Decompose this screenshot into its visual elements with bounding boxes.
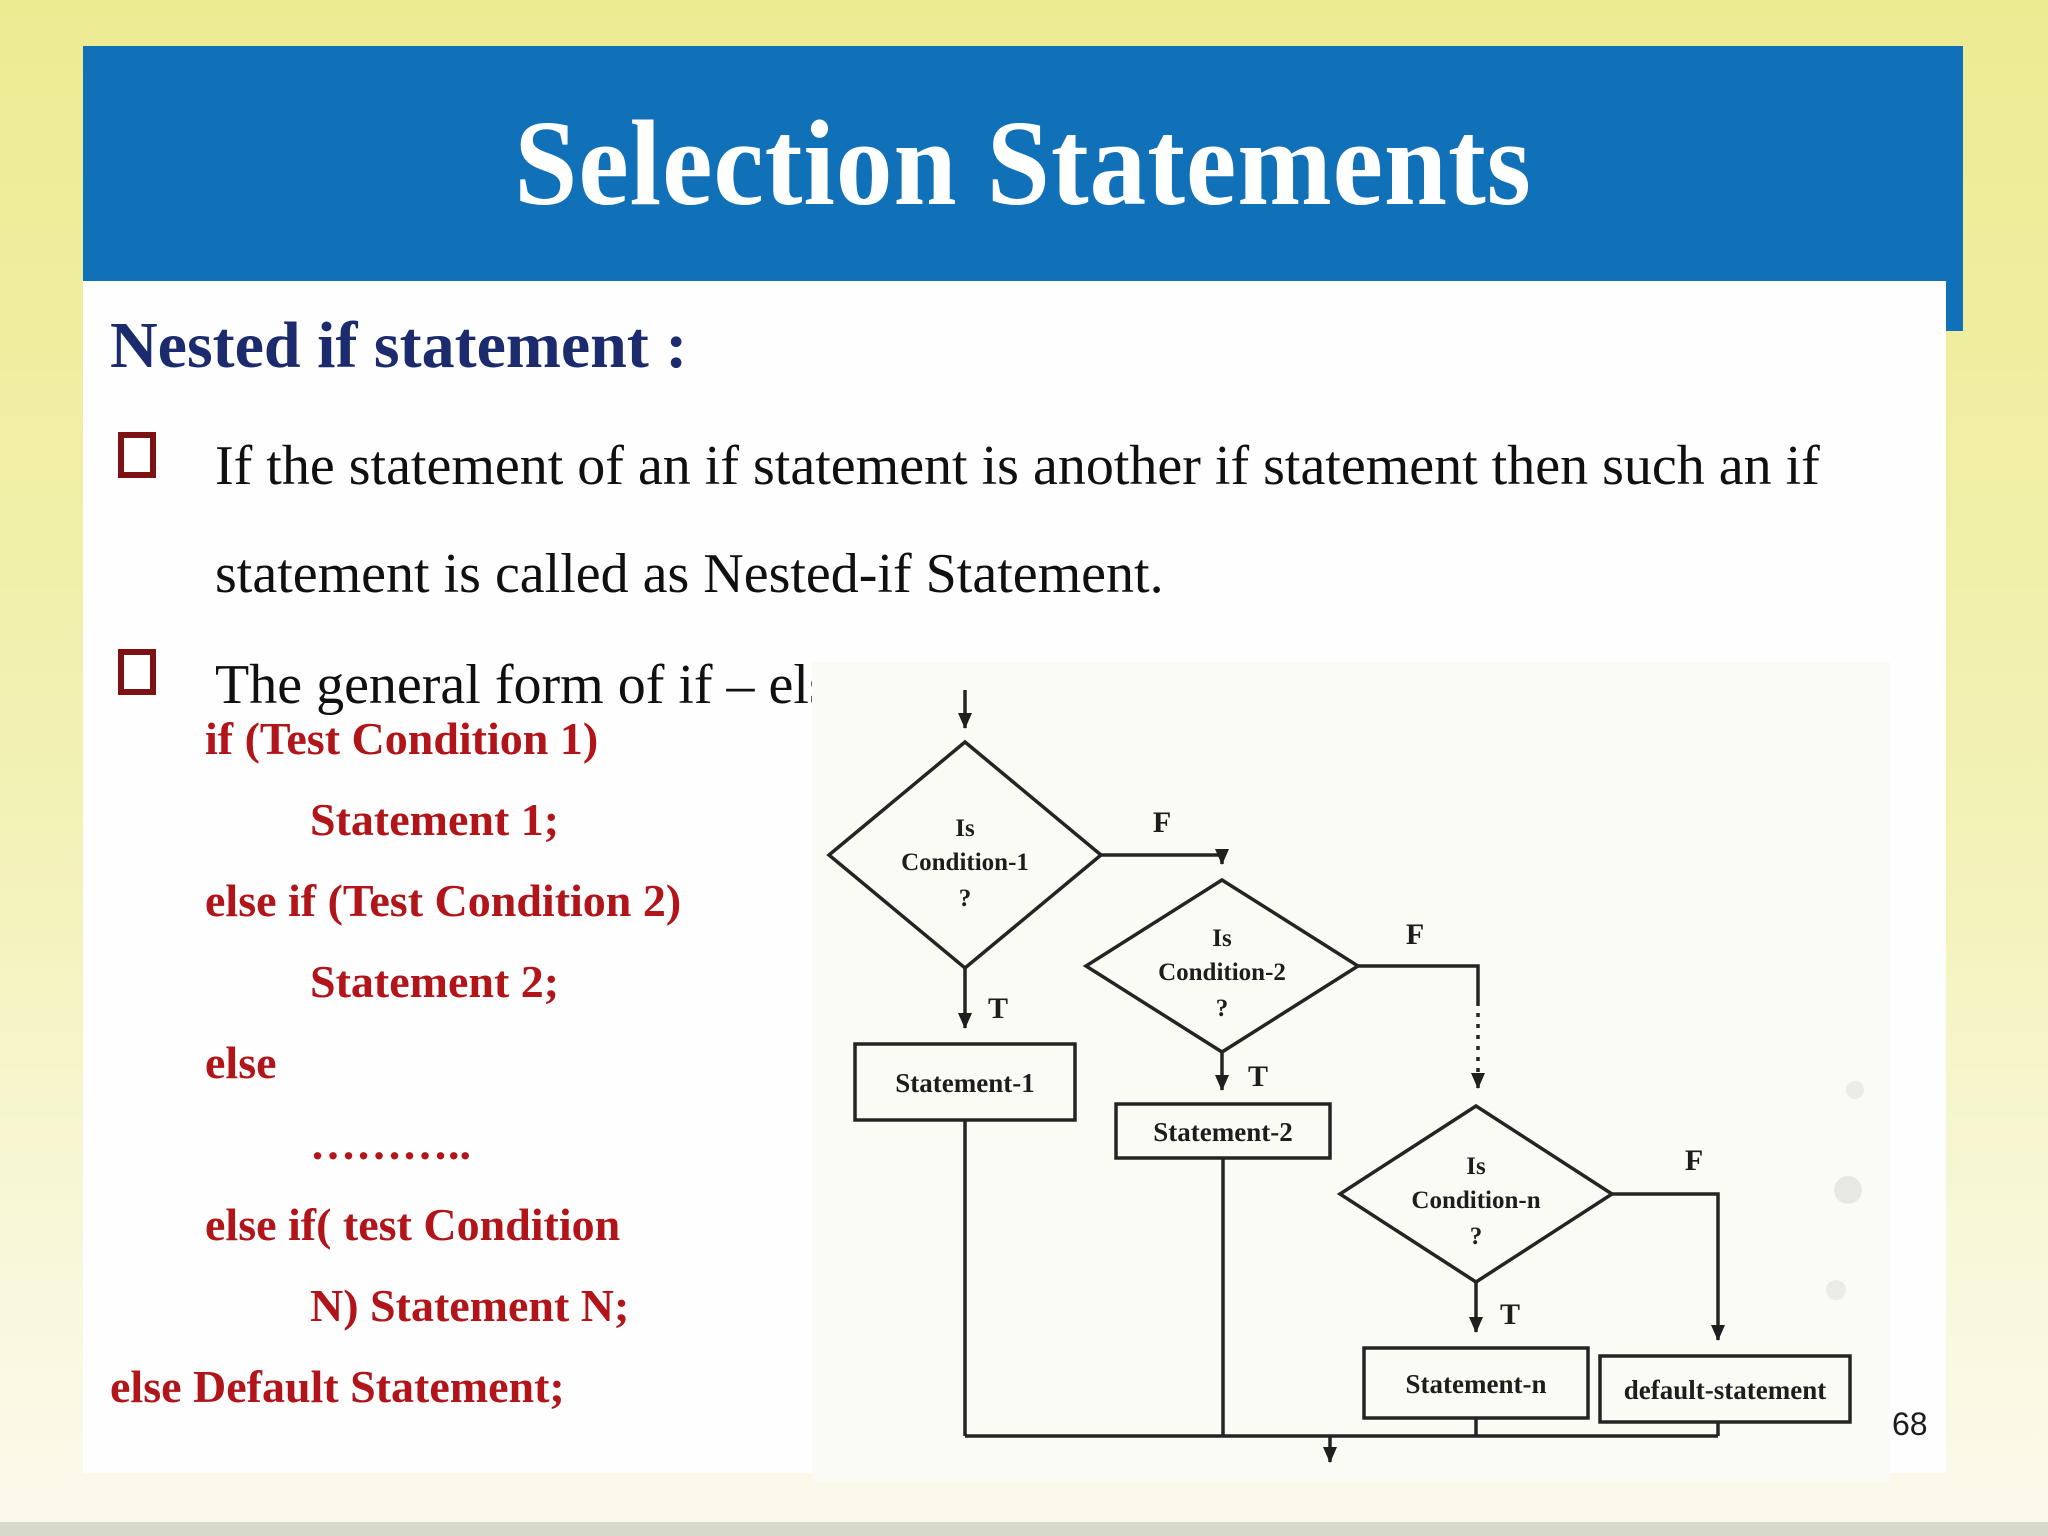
section-heading: Nested if statement : [110,309,688,382]
false-branch-1 [1101,849,1229,865]
banner-corner-tab [1946,281,1963,331]
condition-2-label: Is [1212,925,1232,952]
false-label: F [1406,918,1424,951]
statement-2-box [1114,1102,1332,1160]
condition-n-label: Condition-n [1411,1187,1540,1214]
code-line: Statement 1; [310,794,560,845]
condition-n-label: Is [1466,1153,1486,1180]
condition-1-label: ? [959,885,972,912]
default-statement-box [1598,1354,1852,1424]
scan-smudge [1826,1280,1846,1300]
page-number: 68 [1892,1406,1928,1442]
condition-1-label: Is [955,815,975,842]
default-statement-label: default-statement [1624,1375,1826,1405]
bullet-square-icon [118,649,156,695]
statement-n-box [1362,1346,1590,1420]
condition-2-label: ? [1216,995,1229,1022]
code-line: N) Statement N; [310,1280,630,1331]
condition-2-label: Condition-2 [1158,959,1286,986]
code-line: if (Test Condition 1) [205,713,599,764]
true-label: T [1248,1060,1268,1093]
false-branch-2 [1358,964,1480,1002]
code-block: if (Test Condition 1) Statement 1; else … [110,698,810,1427]
code-line: ……….. [310,1118,471,1169]
false-label: F [1685,1144,1703,1177]
nested-if-flowchart: Is Condition-1 ? Is Condition-2 ? Is Con… [812,662,1890,1482]
code-line: Statement 2; [310,956,560,1007]
title-banner: Selection Statements [83,46,1963,281]
code-line: else Default Statement; [110,1361,565,1412]
slide-title: Selection Statements [514,95,1532,231]
scan-smudge [1846,1081,1864,1099]
bottom-edge-strip [0,1522,2048,1536]
statement-2-label: Statement-2 [1153,1117,1292,1147]
statement-1-label: Statement-1 [895,1068,1034,1098]
true-label: T [1500,1298,1520,1331]
code-line: else if( test Condition [205,1199,621,1250]
bullet-square-icon [118,432,156,478]
condition-1-label: Condition-1 [901,849,1029,876]
scan-smudge [1834,1176,1862,1204]
false-label: F [1153,806,1171,839]
code-line: else [205,1037,277,1088]
false-branch-n [1612,1192,1725,1341]
statement-n-label: Statement-n [1406,1369,1547,1399]
bullet-item: If the statement of an if statement is a… [215,435,1820,605]
condition-n-label: ? [1470,1223,1483,1250]
code-line: else if (Test Condition 2) [205,875,682,926]
true-label: T [988,992,1008,1025]
